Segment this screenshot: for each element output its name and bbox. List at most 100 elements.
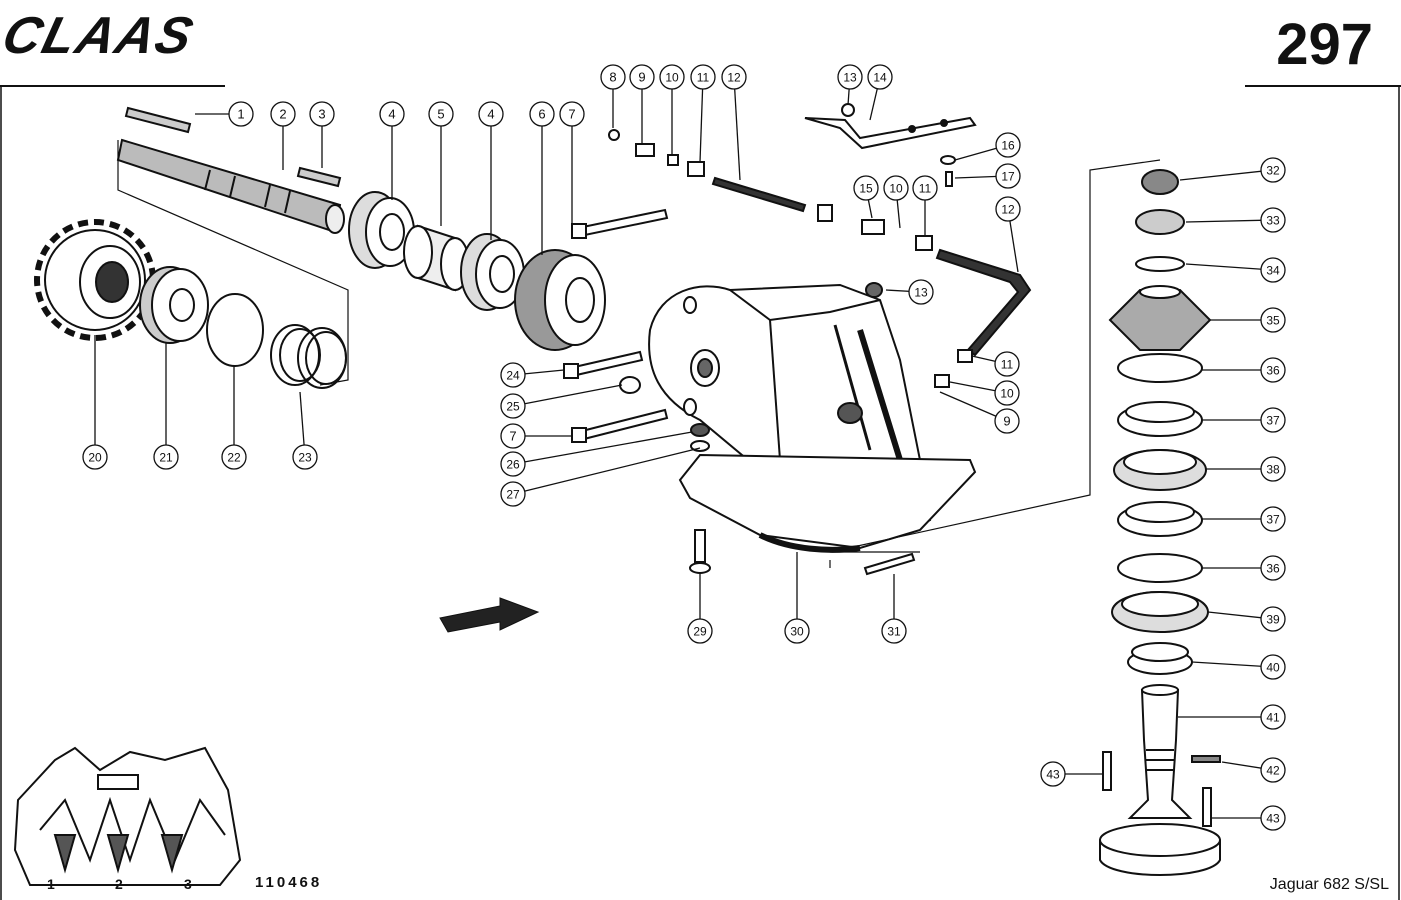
circlip-part-22	[206, 293, 264, 367]
callout-label-c9a: 9	[638, 70, 645, 85]
callout-circle-c4a	[379, 101, 405, 127]
callout-circle-c24	[500, 362, 526, 388]
callout-circle-c7a	[559, 101, 585, 127]
callout-circle-c25	[500, 393, 526, 419]
spacer-part-5	[403, 224, 470, 292]
callout-circle-c43b	[1260, 805, 1286, 831]
callout-leader-c27	[512, 447, 701, 495]
callout-label-c27: 27	[506, 488, 520, 502]
callout-label-c38: 38	[1266, 463, 1280, 477]
callout-leader-c40	[1191, 661, 1274, 668]
nut-part-11	[687, 161, 705, 177]
nut-part-26	[690, 423, 710, 437]
callout-label-c36a: 36	[1266, 364, 1280, 378]
callout-label-c4a: 4	[388, 107, 395, 122]
circlip-part-36b	[1117, 553, 1203, 583]
callout-label-c2: 2	[279, 107, 286, 122]
castle-nut-part-33	[1135, 209, 1185, 235]
callout-label-c43b: 43	[1266, 812, 1280, 826]
callout-circle-c27	[500, 481, 526, 507]
shaft-part-41	[1127, 689, 1193, 819]
callout-label-c35: 35	[1266, 314, 1280, 328]
washer-part-16	[940, 155, 956, 165]
bolt-part-7b	[576, 408, 669, 442]
inset-row-label-2: 2	[115, 876, 123, 892]
callout-label-c10b: 10	[889, 182, 903, 196]
circlip-part-36a	[1117, 353, 1203, 383]
pipe-part-12a	[711, 176, 807, 213]
needle-bearing-part-32	[1141, 169, 1179, 195]
drawing-number: 110468	[255, 874, 323, 891]
callout-circle-c4b	[478, 101, 504, 127]
callout-label-c10a: 10	[665, 71, 679, 85]
callout-circle-c40	[1260, 654, 1286, 680]
callout-circle-c35	[1260, 307, 1286, 333]
callout-circle-c1	[228, 101, 254, 127]
callout-circle-c7b	[500, 423, 526, 449]
plug-part-25	[619, 376, 641, 394]
screw-part-29	[694, 529, 706, 563]
callout-label-c39: 39	[1266, 613, 1280, 627]
callout-circle-c31	[881, 618, 907, 644]
page-number: 297	[1276, 12, 1373, 77]
key-part-43a	[1102, 751, 1112, 791]
callout-label-c31: 31	[887, 625, 901, 639]
bearing-part-4a	[348, 191, 415, 269]
callout-label-c6: 6	[538, 107, 545, 122]
washer-part-34	[1135, 256, 1185, 272]
callout-circle-c20	[82, 444, 108, 470]
bearing-part-21	[139, 266, 209, 344]
fitting-part-15	[861, 219, 885, 235]
callout-circle-c16	[995, 132, 1021, 158]
callout-label-c11b: 11	[919, 182, 932, 196]
callout-leader-c25	[512, 384, 623, 407]
callout-circle-c6	[529, 101, 555, 127]
machine-model: Jaguar 682 S/SL	[1269, 876, 1389, 893]
callout-circle-c37b	[1260, 506, 1286, 532]
bolt-part-7a	[576, 208, 669, 238]
key-part-42	[1191, 755, 1221, 763]
inset-row-label-3: 3	[184, 876, 192, 892]
callout-label-c42: 42	[1266, 764, 1280, 778]
pipe-part-12b	[935, 248, 1032, 357]
callout-label-c10c: 10	[1000, 387, 1014, 401]
bolt-part-24	[568, 350, 644, 378]
callout-circle-c12b	[995, 196, 1021, 222]
callout-circle-c12a	[721, 64, 747, 90]
callout-label-c1: 1	[237, 107, 244, 122]
callout-label-c40: 40	[1266, 661, 1280, 675]
callout-label-c37b: 37	[1266, 513, 1280, 527]
callout-circle-c43a	[1040, 761, 1066, 787]
base-plate-part-30	[678, 453, 977, 550]
callout-circle-c13b	[908, 279, 934, 305]
callout-circle-c34	[1260, 257, 1286, 283]
callout-circle-c8	[600, 64, 626, 90]
callout-label-c43a: 43	[1046, 768, 1060, 782]
callout-label-c23: 23	[298, 451, 312, 465]
callout-circle-c36b	[1260, 555, 1286, 581]
bolt-part-17	[945, 171, 953, 187]
callout-circle-c9b	[994, 408, 1020, 434]
callout-label-c7a: 7	[568, 107, 575, 122]
callout-circle-c10c	[994, 380, 1020, 406]
callout-label-c4b: 4	[487, 107, 494, 122]
key-part-3	[296, 166, 342, 188]
callout-circle-c11a	[690, 64, 716, 90]
callout-label-c41: 41	[1266, 711, 1280, 725]
callout-leader-c34	[1185, 263, 1274, 271]
callout-circle-c36a	[1260, 357, 1286, 383]
callout-circle-c11b	[912, 175, 938, 201]
travel-direction-arrow	[439, 597, 540, 633]
callout-label-c9b: 9	[1003, 414, 1010, 429]
input-shaft-group	[34, 106, 606, 389]
shaft-part-2	[116, 138, 342, 234]
callout-label-c7b: 7	[509, 429, 516, 444]
callout-label-c26: 26	[506, 458, 520, 472]
callout-label-c11a: 11	[697, 71, 710, 85]
key-part-1	[124, 106, 192, 134]
callout-circle-c14	[867, 64, 893, 90]
callout-label-c21: 21	[159, 451, 173, 465]
callout-circle-c22	[221, 444, 247, 470]
